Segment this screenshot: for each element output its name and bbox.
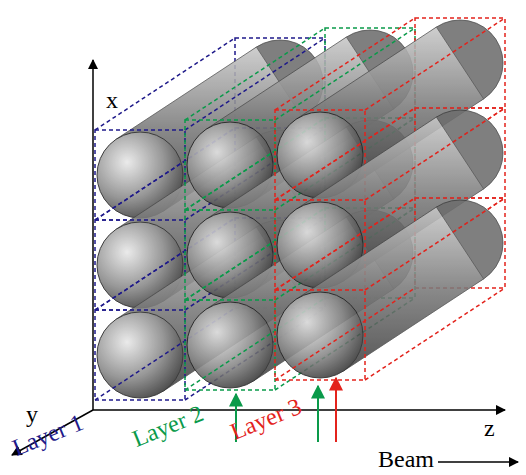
x-axis	[92, 60, 94, 410]
beam-label: Beam	[378, 447, 434, 471]
beam-arrow	[438, 461, 518, 463]
cell-box-edge	[275, 108, 415, 200]
cylinder-face	[277, 292, 363, 378]
cell-box-edge	[365, 288, 505, 380]
cell-box-edge	[95, 38, 235, 130]
cylinder-face	[187, 302, 273, 388]
cell-box-edge	[365, 18, 505, 110]
axis-label: z	[484, 416, 495, 440]
axis-label: x	[106, 88, 118, 112]
layer-3-marker	[335, 378, 337, 442]
layer-label: Layer 1	[9, 410, 87, 460]
axis-label: y	[26, 402, 38, 426]
cell-box-front	[185, 300, 275, 390]
cell-box-edge	[275, 18, 415, 110]
layer-label: Layer 2	[129, 401, 207, 451]
cell-box-edge	[275, 288, 415, 380]
cylinder-face	[97, 312, 183, 398]
cell-box-edge	[275, 198, 415, 290]
cell-box-edge	[185, 28, 325, 120]
cell-box-front	[95, 310, 185, 400]
cell-box-edge	[365, 108, 505, 200]
layer-2-marker	[317, 386, 319, 442]
layer-group	[275, 18, 505, 380]
layer-label: Layer 3	[227, 394, 305, 444]
cylinder	[277, 200, 503, 378]
cell-box-front	[275, 290, 365, 380]
cell-box-edge	[365, 198, 505, 290]
